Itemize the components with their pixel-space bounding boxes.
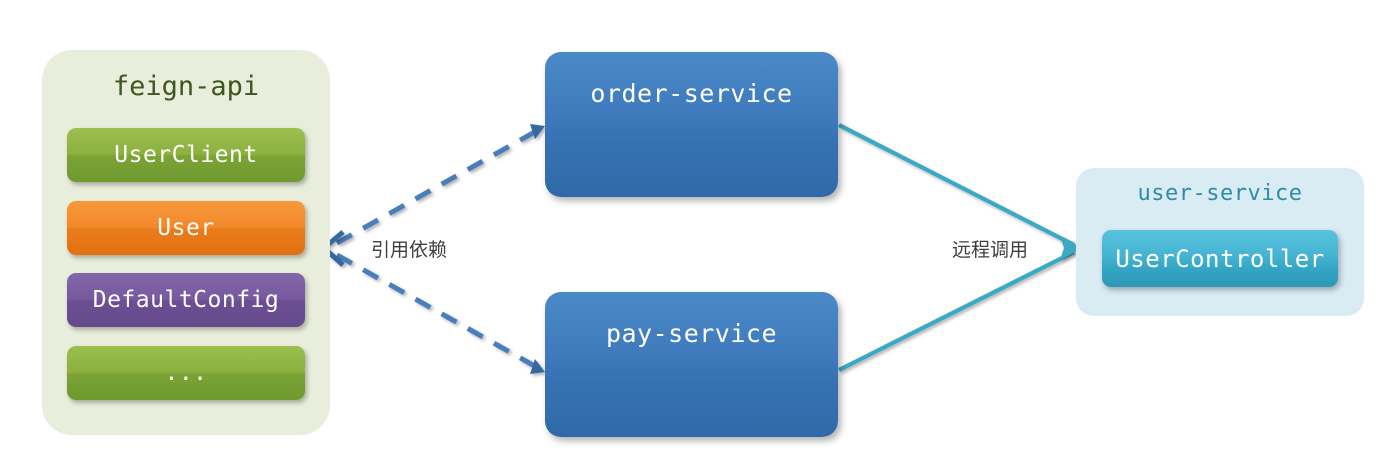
feign-item-more[interactable]: ...: [67, 346, 305, 400]
user-controller-box[interactable]: UserController: [1102, 230, 1338, 287]
user-service-panel: user-service UserController: [1076, 168, 1364, 316]
service-box-order-service[interactable]: order-service: [545, 52, 838, 197]
user-service-title: user-service: [1137, 181, 1303, 206]
edge-label-remote-call: 远程调用: [952, 239, 1029, 261]
edge-remote-call-order: [838, 123, 1075, 247]
feign-item-defaultconfig[interactable]: DefaultConfig: [67, 273, 305, 327]
service-label-pay-service: pay-service: [605, 319, 778, 348]
feign-api-panel: feign-api UserClient User DefaultConfig …: [42, 50, 330, 435]
service-box-pay-service[interactable]: pay-service: [545, 292, 838, 437]
feign-item-userclient[interactable]: UserClient: [67, 128, 305, 182]
edge-label-dependency: 引用依赖: [371, 239, 448, 261]
edge-dependency-order: [335, 124, 545, 246]
feign-item-user[interactable]: User: [67, 201, 305, 255]
service-label-order-service: order-service: [590, 79, 793, 108]
edge-dependency-pay: [335, 252, 545, 374]
edge-remote-call-pay: [838, 250, 1075, 372]
feign-api-title: feign-api: [112, 71, 260, 102]
